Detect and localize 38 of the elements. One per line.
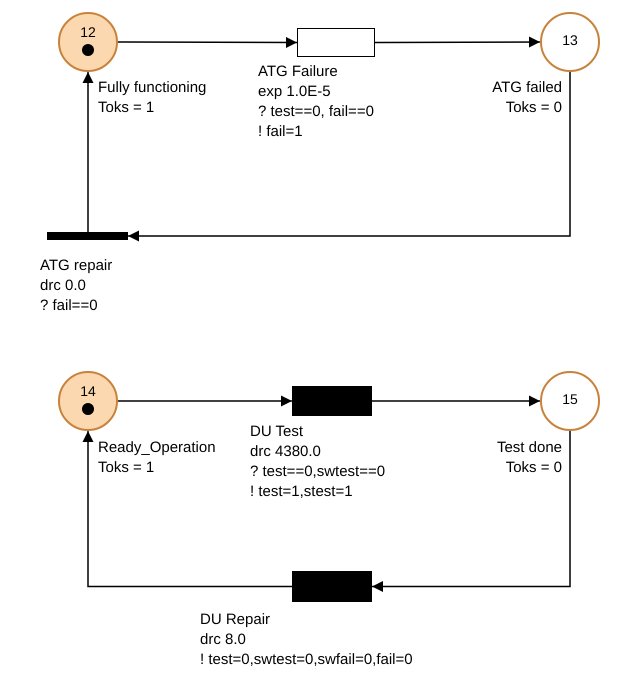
arc-arrow (118, 396, 292, 406)
transition-label: drc 4380.0 (250, 442, 321, 462)
transition-box (292, 571, 372, 602)
place-label: Toks = 1 (98, 458, 154, 478)
arc-arrow (118, 36, 297, 48)
place-label: Fully functioning (98, 78, 206, 98)
arc-arrow (372, 431, 571, 592)
arc-arrow (82, 72, 94, 232)
arc-arrow (375, 36, 540, 48)
place-label: Toks = 0 (506, 458, 562, 478)
transition-label: drc 0.0 (40, 276, 86, 296)
arc-arrow (82, 431, 292, 588)
place-label: Ready_Operation (98, 438, 216, 458)
transition-label: ? fail==0 (40, 296, 98, 316)
transition-label: ATG repair (40, 256, 112, 276)
place-label: Toks = 1 (98, 98, 154, 118)
arc-arrow (128, 72, 571, 242)
transition-label: ? test==0,swtest==0 (250, 462, 386, 482)
place-number: 14 (80, 383, 96, 399)
place-number: 15 (562, 391, 578, 407)
place-label: ATG failed (492, 78, 562, 98)
transition-label: ! test=1,stest=1 (250, 482, 353, 502)
transition-bar (47, 232, 128, 240)
transition-label: drc 8.0 (200, 630, 246, 650)
place-number: 12 (80, 24, 96, 40)
place-label: Test done (496, 438, 562, 458)
transition-box (297, 28, 375, 57)
arc-arrow (372, 396, 540, 406)
transition-label: DU Repair (200, 610, 270, 630)
place-label: Toks = 0 (506, 98, 562, 118)
transition-label: ! fail=1 (258, 122, 303, 142)
transition-label: ? test==0, fail==0 (258, 102, 374, 122)
place-number: 13 (562, 32, 578, 48)
transition-label: DU Test (250, 422, 304, 442)
transition-label: ATG Failure (258, 62, 338, 82)
transition-label: exp 1.0E-5 (258, 82, 331, 102)
transition-label: ! test=0,swtest=0,swfail=0,fail=0 (200, 650, 413, 670)
transition-box (292, 386, 372, 416)
